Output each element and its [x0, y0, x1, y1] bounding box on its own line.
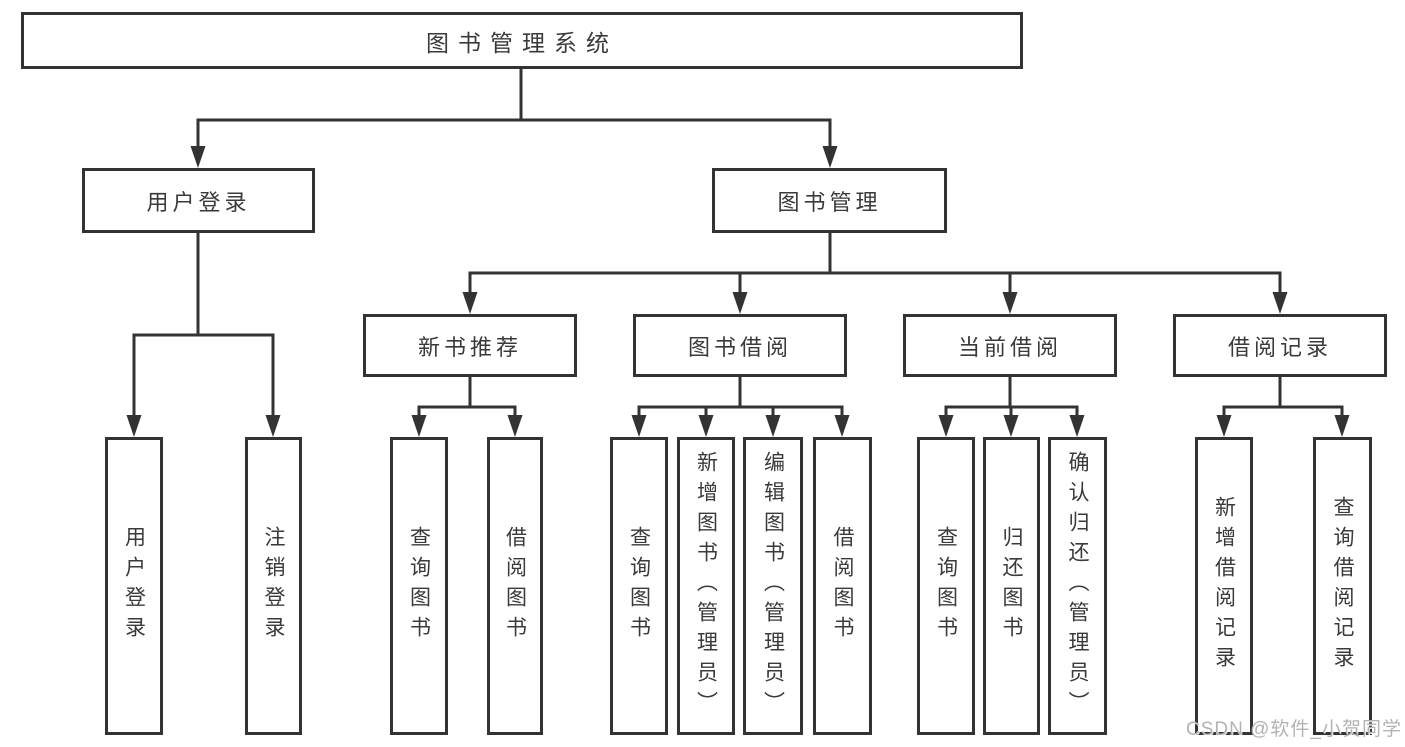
connector-book-borrowing-children [631, 377, 850, 437]
leaf-label: 用户登录 [122, 526, 146, 646]
leaf-add-borrow-record: 新增借阅记录 [1195, 437, 1253, 735]
node-label: 新书推荐 [417, 334, 522, 360]
node-borrowing-records: 借阅记录 [1173, 314, 1387, 377]
leaf-label: 查询借阅记录 [1331, 496, 1354, 676]
leaf-label: 借阅图书 [503, 526, 527, 646]
leaf-label: 编辑图书（管理员） [761, 451, 785, 721]
connector-user-login-children [126, 233, 281, 437]
leaf-borrow-books-borrowing: 借阅图书 [813, 437, 872, 735]
node-label: 图书借阅 [687, 334, 792, 360]
node-label: 图书管理 [777, 189, 882, 215]
leaf-borrow-books-recommend: 借阅图书 [487, 437, 543, 735]
leaf-label: 新增图书（管理员） [694, 451, 718, 721]
node-library-management-system: 图书管理系统 [21, 12, 1023, 69]
node-user-login: 用户登录 [82, 168, 315, 233]
leaf-query-books-recommend: 查询图书 [390, 437, 448, 735]
leaf-return-books: 归还图书 [983, 437, 1040, 735]
leaf-label: 归还图书 [1000, 526, 1023, 646]
leaf-label: 查询图书 [934, 526, 958, 646]
leaf-query-books-borrowing: 查询图书 [610, 437, 668, 735]
leaf-label: 借阅图书 [831, 526, 854, 646]
leaf-query-borrow-record: 查询借阅记录 [1313, 437, 1372, 735]
connector-current-borrowing-children [938, 377, 1085, 437]
leaf-add-books-admin: 新增图书（管理员） [677, 437, 735, 735]
leaf-query-books-current: 查询图书 [917, 437, 975, 735]
leaf-label: 确认归还（管理员） [1066, 451, 1089, 721]
connector-root-to-level2 [190, 69, 838, 168]
leaf-label: 注销登录 [262, 526, 285, 646]
leaf-label: 查询图书 [627, 526, 651, 646]
leaf-label: 查询图书 [407, 526, 431, 646]
csdn-watermark: CSDN @软件_小贺同学 [1186, 719, 1402, 740]
leaf-logout: 注销登录 [245, 437, 302, 735]
connector-book-management-children [462, 233, 1288, 314]
node-label: 用户登录 [146, 189, 251, 215]
leaf-label: 新增借阅记录 [1212, 496, 1236, 676]
connector-borrowing-records-children [1216, 377, 1350, 437]
connector-new-book-recommend-children [411, 377, 523, 437]
node-label: 图书管理系统 [426, 29, 618, 56]
node-new-book-recommend: 新书推荐 [363, 314, 577, 377]
node-label: 借阅记录 [1227, 334, 1332, 360]
node-book-borrowing: 图书借阅 [633, 314, 847, 377]
node-current-borrowing: 当前借阅 [903, 314, 1117, 377]
node-label: 当前借阅 [957, 334, 1062, 360]
leaf-user-login: 用户登录 [105, 437, 163, 735]
leaf-edit-books-admin: 编辑图书（管理员） [743, 437, 803, 735]
node-book-management: 图书管理 [712, 168, 947, 233]
leaf-confirm-return-admin: 确认归还（管理员） [1048, 437, 1107, 735]
